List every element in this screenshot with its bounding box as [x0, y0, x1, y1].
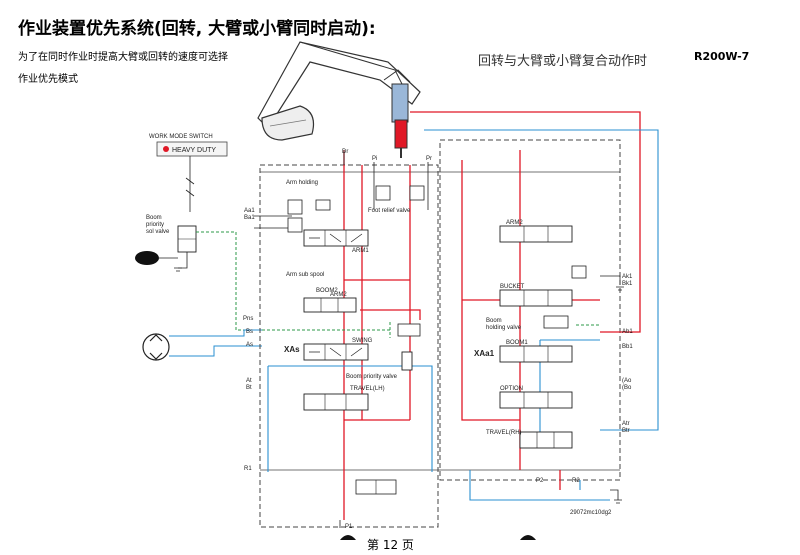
boom-priority-valve [401, 351, 413, 371]
xaa1-label: XAa1 [474, 349, 495, 358]
boom-holding-valve: Boom holding valve [486, 315, 569, 331]
port-ba1: Ba1 [244, 215, 255, 221]
boom-priority-sol-label-1: Boom [146, 215, 162, 221]
page-title: 作业装置优先系统(回转, 大臂或小臂同时启动): [18, 19, 376, 39]
p1-pump-valve [355, 479, 397, 495]
option-label: OPTION [500, 386, 523, 392]
drain-lines [254, 150, 621, 528]
boom2-spool: BOOM2 [316, 288, 338, 294]
arm-holding-label: Arm holding [286, 180, 318, 186]
port-pns: Pns [243, 316, 253, 322]
port-bk1: Bk1 [622, 281, 633, 287]
option-spool: OPTION [499, 386, 573, 409]
port-pi: Pi [372, 156, 377, 162]
port-ao: (Ao [622, 378, 632, 384]
port-p2: P2 [536, 478, 544, 484]
arm-right-label: ARM2 [506, 220, 523, 226]
boom1-label: BOOM1 [506, 340, 528, 346]
p1-pump-icon [340, 535, 356, 540]
drawing-number: 29072mc10dg2 [570, 510, 612, 516]
swing-label: SWING [352, 338, 373, 344]
return-lines [267, 129, 659, 501]
travel-rh-spool: TRAVEL(RH) [486, 430, 573, 449]
port-bo: (Bo [622, 385, 632, 391]
boom-holding-label-1: Boom [486, 318, 502, 324]
port-r1: R1 [244, 466, 252, 472]
xas-label: XAs [284, 345, 300, 354]
port-btl: Bt [246, 385, 252, 391]
p2-pump-icon [520, 535, 536, 540]
indicator-light-icon [163, 146, 169, 152]
page-number: 第 12 页 [367, 538, 414, 552]
travel-lh-label: TRAVEL(LH) [350, 386, 385, 392]
arm2-right-spool: ARM2 [499, 220, 573, 243]
boom-priority-sol-label-2: priority [146, 222, 164, 228]
model-label: R200W-7 [694, 50, 750, 63]
pilot-lines [262, 322, 600, 338]
arm-holding-valve: Arm holding [286, 180, 318, 233]
spool-valves-left: ARM1 ARM2 Arm sub spool BOOM2 SWING XAs … [284, 180, 425, 495]
check-valve [397, 323, 421, 337]
bucket-label: BUCKET [500, 284, 525, 290]
port-btr: Btr [622, 428, 630, 434]
foot-relief-valve-label: Foot relief valve [368, 208, 411, 214]
port-atl: At [246, 378, 252, 384]
port-ak1: Ak1 [622, 274, 633, 280]
boom-holding-label-2: holding valve [486, 325, 522, 331]
excavator-illustration [257, 41, 421, 158]
travel-rh-label: TRAVEL(RH) [486, 430, 522, 436]
port-atr: Atr [622, 421, 630, 427]
port-p1: P1 [345, 524, 353, 530]
port-ab1: Ab1 [622, 329, 633, 335]
port-bb1: Bb1 [622, 344, 633, 350]
work-mode-switch: WORK MODE SWITCH HEAVY DUTY [149, 134, 228, 212]
main-control-valve [259, 139, 621, 528]
port-aa1: Aa1 [244, 208, 255, 214]
work-mode-switch-label: WORK MODE SWITCH [149, 134, 213, 140]
spool-valves-right: ARM2 BUCKET Boom holding valve BOOM1 XAa… [474, 220, 587, 449]
boom-priority-valve-label: Boom priority valve [346, 374, 398, 380]
boom1-spool: BOOM1 XAa1 [474, 340, 573, 363]
boom-priority-sol-label-3: sol valve [146, 229, 170, 235]
port-as: As [246, 342, 253, 348]
arm-sub-spool-label: Arm sub spool [286, 272, 324, 278]
port-labels: Dr Pi Pr Aa1 Ba1 Pns Bs As At Bt R1 P1 P… [243, 149, 633, 530]
foot-relief-valve: Foot relief valve [315, 185, 425, 214]
subtitle-line-1: 为了在同时作业时提高大臂或回转的速度可选择 [18, 52, 228, 63]
swing-motor-icon [142, 329, 262, 361]
port-r2: R2 [572, 478, 580, 484]
heavy-duty-label: HEAVY DUTY [172, 147, 216, 154]
tank-icons [174, 267, 624, 504]
arm1-spool: ARM1 [303, 229, 369, 254]
swing-spool: SWING XAs [284, 338, 373, 361]
port-dr: Dr [342, 149, 348, 155]
boom2-label: BOOM2 [316, 288, 338, 294]
arm2-spool: ARM2 [303, 292, 357, 313]
pressure-lines [343, 111, 641, 520]
arm2-label: ARM2 [330, 292, 347, 298]
arm1-label: ARM1 [352, 248, 369, 254]
port-bs: Bs [246, 329, 253, 335]
pump-motor-icon [135, 251, 178, 265]
boom-priority-sol-valve: Boom priority sol valve [146, 215, 262, 331]
subtitle-line-2: 作业优先模式 [18, 74, 78, 85]
port-pr: Pr [426, 156, 432, 162]
bucket-spool: BUCKET [499, 265, 587, 307]
travel-lh-spool: TRAVEL(LH) [303, 386, 385, 411]
caption: 回转与大臂或小臂复合动作时 [478, 54, 648, 69]
